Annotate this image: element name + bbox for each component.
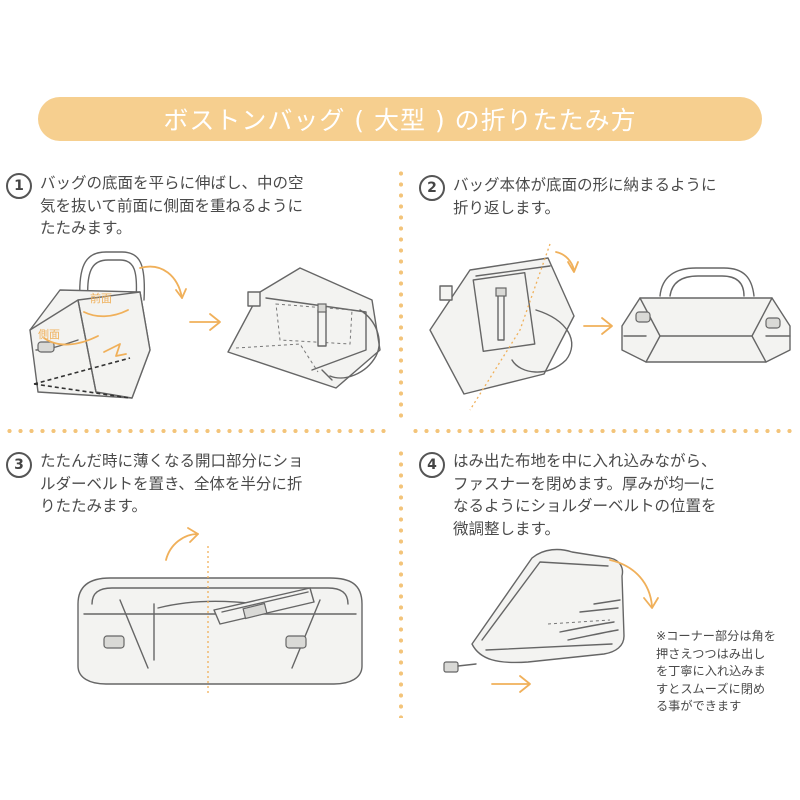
step2-folding-illustration — [429, 243, 579, 411]
divider-horizontal-right — [410, 429, 796, 433]
step2-base-shape-illustration — [621, 267, 791, 363]
divider-horizontal-left — [4, 429, 390, 433]
step3-strap-illustration — [77, 527, 363, 696]
step-2-text: バッグ本体が底面の形に納まるように 折り返します。 — [453, 176, 717, 217]
step1-open-bag-illustration: 前面 側面 — [29, 251, 187, 399]
step-1-number: 1 — [6, 173, 32, 199]
step4-zipper-illustration — [443, 548, 659, 693]
step-1-text: バッグの底面を平らに伸ばし、中の空 気を抜いて前面に側面を重ねるように たたみま… — [40, 174, 304, 237]
page-title: ボストンバッグ ( 大型 ) の折りたたみ方 — [163, 106, 637, 135]
divider-vertical-bottom — [399, 448, 403, 718]
step-4-number: 4 — [419, 452, 445, 478]
front-label: 前面 — [90, 291, 112, 305]
title-banner: ボストンバッグ ( 大型 ) の折りたたみ方 — [38, 97, 762, 141]
corner-note: ※コーナー部分は角を 押さえつつはみ出し を丁寧に入れ込みま すとスムーズに閉め… — [656, 629, 776, 713]
step-4-text: はみ出た布地を中に入れ込みながら、 ファスナーを閉めます。厚みが均一に なるよう… — [453, 452, 717, 538]
divider-vertical-top — [399, 168, 403, 420]
step-3-text: たたんだ時に薄くなる開口部分にショ ルダーベルトを置き、全体を半分に折 りたたみ… — [40, 452, 304, 515]
step1-folded-bag-illustration — [227, 267, 381, 389]
arrow-right-1 — [189, 313, 221, 331]
side-label: 側面 — [38, 328, 60, 341]
step-2-number: 2 — [419, 175, 445, 201]
step-3-number: 3 — [6, 452, 32, 478]
arrow-right-2 — [583, 317, 613, 335]
